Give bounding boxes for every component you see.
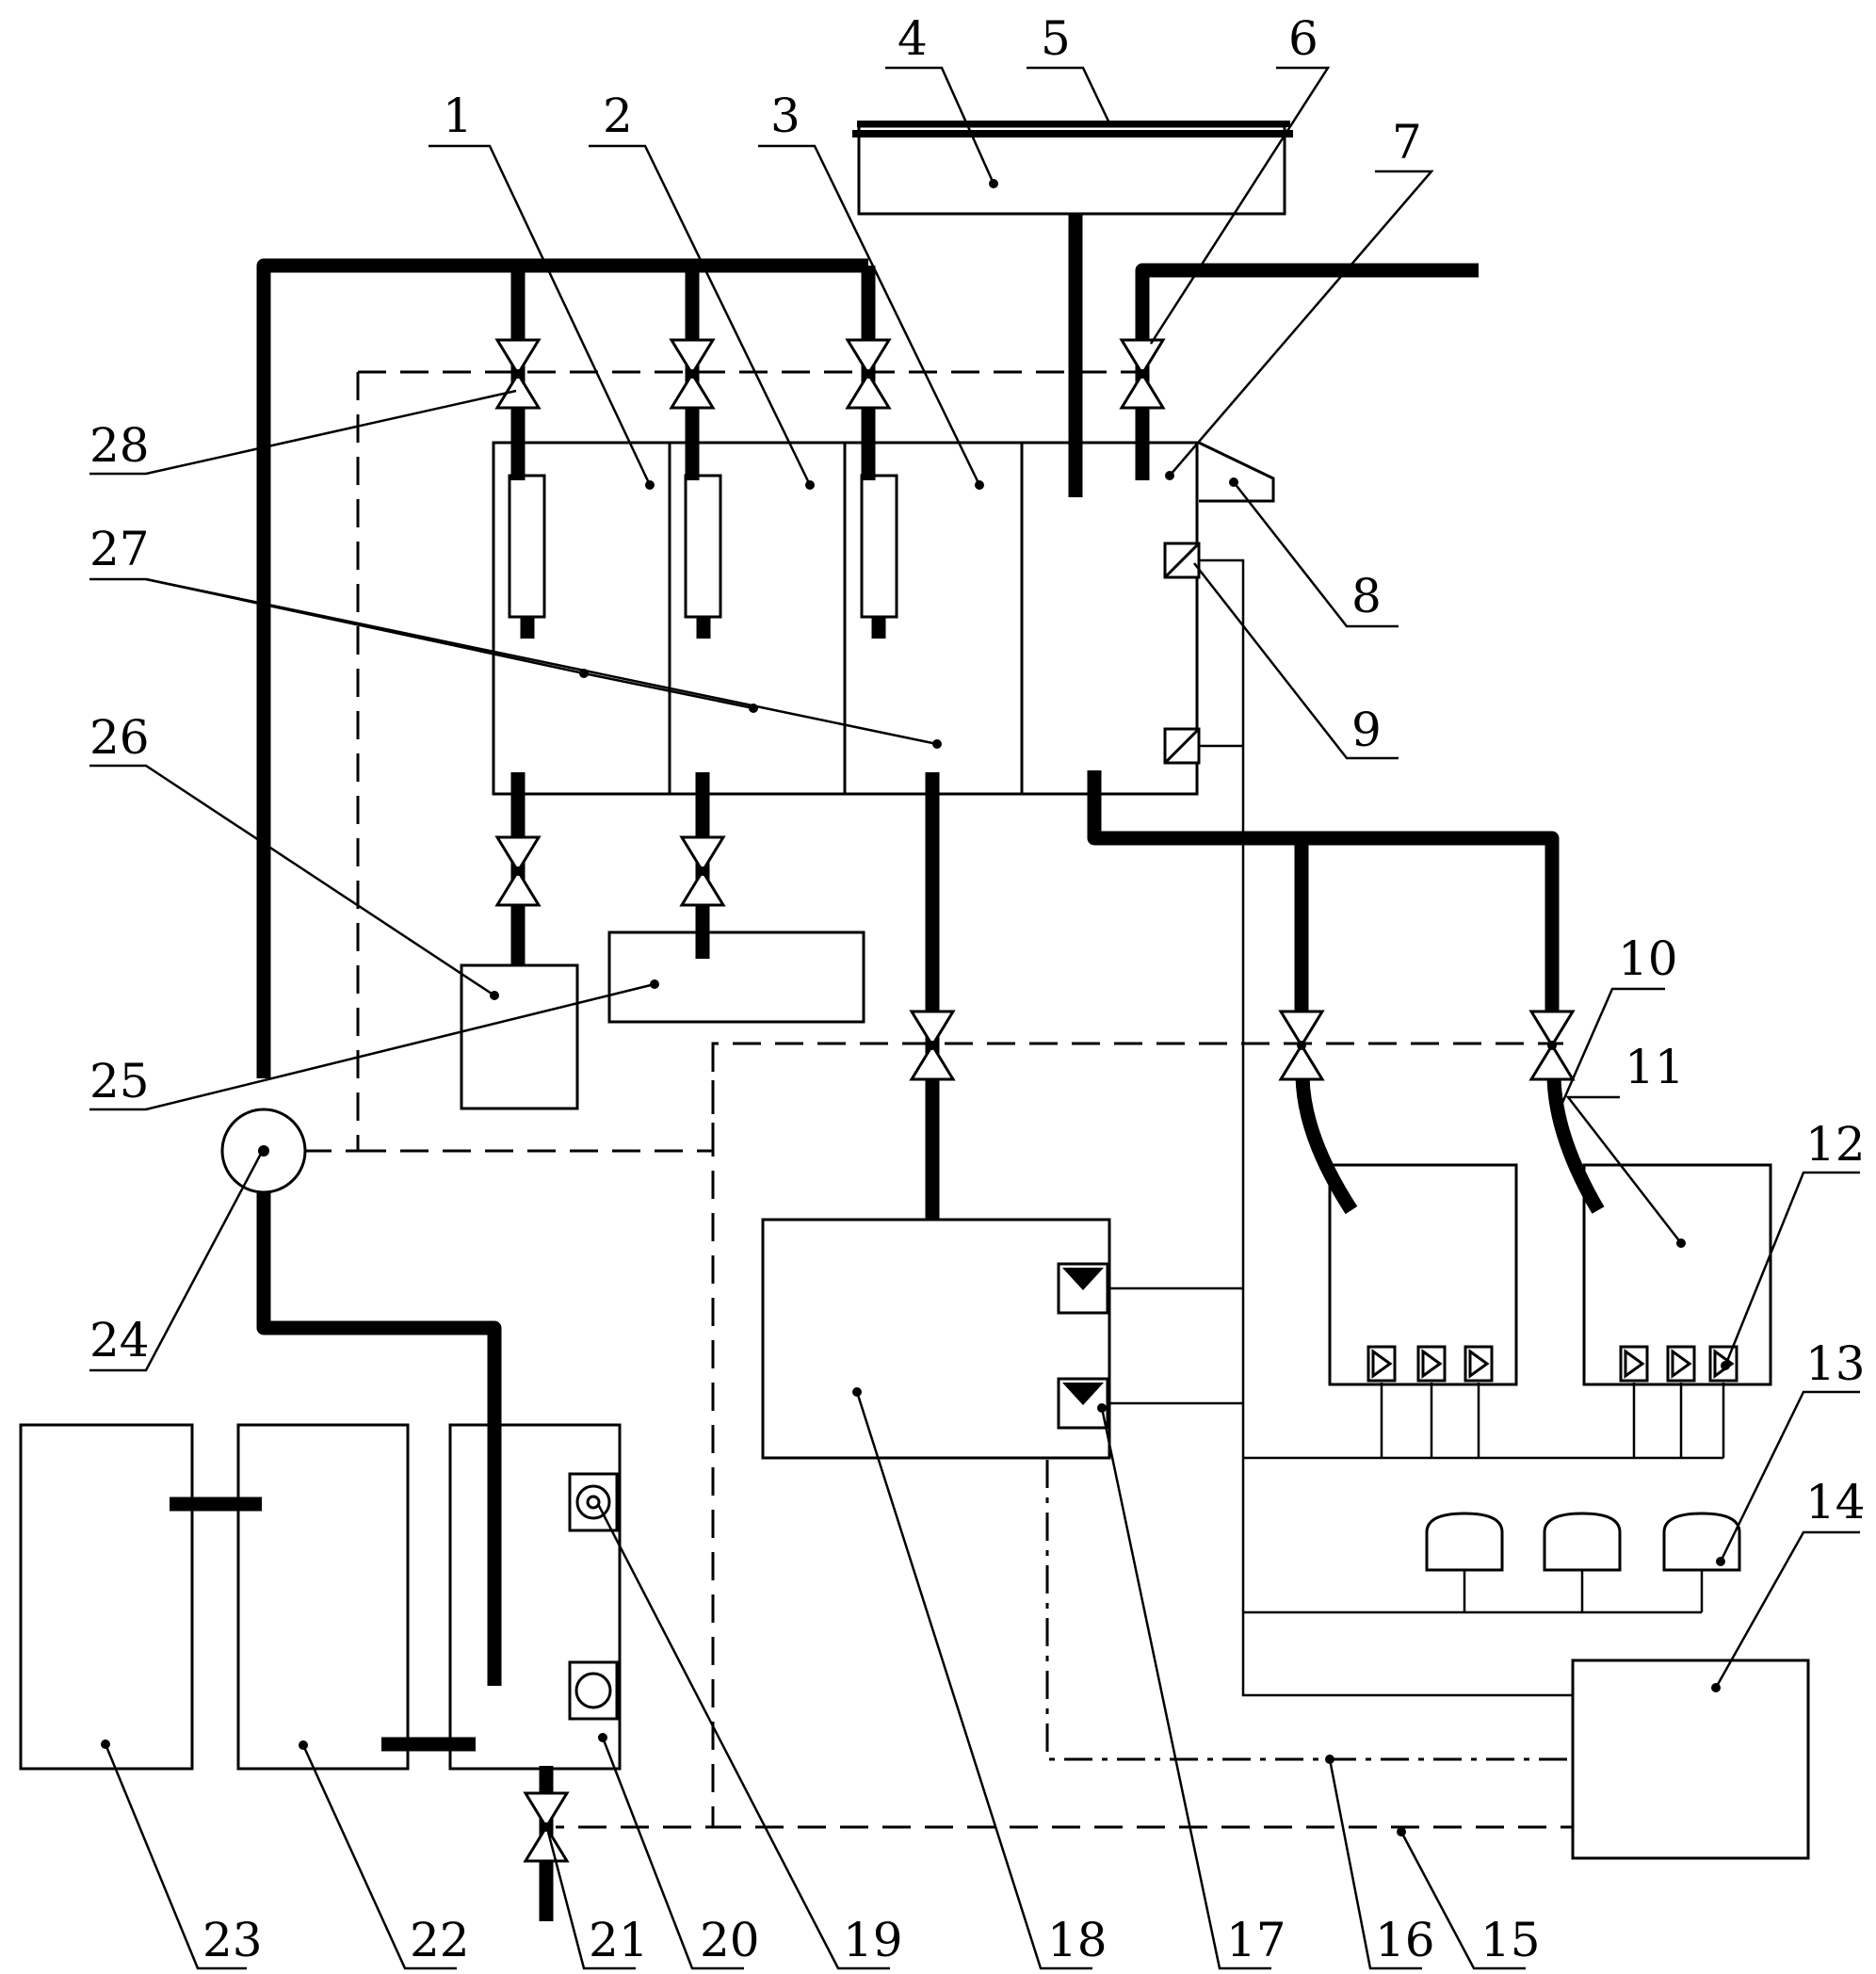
label-2: 2 <box>603 89 633 143</box>
valve-bottom-2-icon <box>680 835 725 907</box>
label-24: 24 <box>89 1313 150 1367</box>
labels: 1 2 3 4 5 6 7 8 9 10 11 12 13 14 15 16 1… <box>89 11 1866 1967</box>
tank-11-right <box>1582 1163 1772 1386</box>
valve-hose-1-icon <box>1279 1010 1324 1081</box>
label-11: 11 <box>1625 1040 1685 1094</box>
label-27: 27 <box>89 522 150 576</box>
label-8: 8 <box>1351 569 1382 623</box>
valve-hose-2-icon <box>1529 1010 1575 1081</box>
small-sensor-icon <box>1464 1345 1494 1383</box>
label-15: 15 <box>1480 1913 1541 1967</box>
signal-wiring <box>1109 558 1725 1697</box>
main-tank <box>492 441 1199 796</box>
label-23: 23 <box>202 1913 263 1967</box>
valve-to-18-icon <box>910 1010 955 1081</box>
label-20: 20 <box>700 1913 760 1967</box>
valve-6-icon <box>1120 338 1165 410</box>
label-10: 10 <box>1618 931 1678 986</box>
diagonal-sensor-icon <box>1163 542 1201 579</box>
label-13: 13 <box>1805 1336 1866 1391</box>
triangle-sensor-icon <box>1057 1262 1109 1315</box>
tank-22 <box>236 1423 410 1771</box>
tank-11-left <box>1328 1163 1518 1386</box>
valve-bottom-1-icon <box>495 835 541 907</box>
box-25 <box>607 930 865 1024</box>
tank-23 <box>19 1423 194 1771</box>
dome-lamp-icon <box>1662 1512 1741 1572</box>
triangle-sensor-icon <box>1057 1377 1109 1430</box>
top-unit <box>852 121 1293 216</box>
valve-28-icon <box>495 338 541 410</box>
small-sensor-icon <box>1416 1345 1447 1383</box>
pipe-network <box>170 214 1605 1921</box>
tank-20 <box>448 1423 622 1771</box>
box-18 <box>761 1218 1111 1460</box>
label-5: 5 <box>1041 11 1071 66</box>
small-sensor-icon <box>1367 1345 1397 1383</box>
small-sensor-icon <box>1619 1345 1649 1383</box>
side-hopper <box>1198 441 1275 503</box>
valve-top-3-icon <box>846 338 891 410</box>
label-6: 6 <box>1288 11 1318 66</box>
dome-lamp-icon <box>1543 1512 1622 1572</box>
label-19: 19 <box>843 1913 903 1967</box>
control-lines <box>306 370 1573 1829</box>
label-25: 25 <box>89 1054 150 1108</box>
label-21: 21 <box>589 1913 649 1967</box>
label-7: 7 <box>1392 115 1422 170</box>
label-9: 9 <box>1351 703 1382 757</box>
label-3: 3 <box>770 89 801 143</box>
label-18: 18 <box>1047 1913 1108 1967</box>
label-26: 26 <box>89 710 150 765</box>
label-14: 14 <box>1805 1475 1866 1529</box>
item-markers <box>101 179 1730 1836</box>
leader-27-extra <box>145 577 754 710</box>
controller-14 <box>1571 1658 1810 1860</box>
dome-lamp-icon <box>1425 1512 1504 1572</box>
label-17: 17 <box>1226 1913 1286 1967</box>
leader-lines <box>89 66 1860 1970</box>
label-16: 16 <box>1375 1913 1435 1967</box>
label-28: 28 <box>89 418 150 473</box>
valve-top-2-icon <box>670 338 715 410</box>
small-sensor-icon <box>1666 1345 1696 1383</box>
label-1: 1 <box>443 89 473 143</box>
pump-icon <box>220 1108 307 1194</box>
valves <box>495 338 1575 1863</box>
diagonal-sensor-icon <box>1163 727 1201 765</box>
label-12: 12 <box>1805 1117 1866 1172</box>
box-26 <box>460 963 579 1110</box>
label-4: 4 <box>898 11 928 66</box>
label-22: 22 <box>410 1913 470 1967</box>
